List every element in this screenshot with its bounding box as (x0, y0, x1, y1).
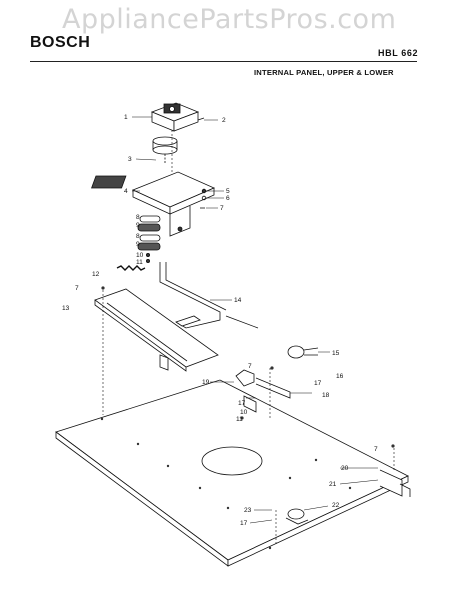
callout-7: 7 (75, 285, 79, 292)
internal-panel (55, 379, 409, 567)
callout-11: 11 (136, 259, 143, 266)
callout-16: 16 (336, 373, 344, 380)
gear-stack (137, 215, 161, 263)
model-number: HBL 662 (378, 48, 419, 58)
callout-9: 9 (136, 222, 140, 229)
page-title: INTERNAL PANEL, UPPER & LOWER (254, 68, 394, 77)
callout-8: 8 (136, 233, 140, 240)
callout-4: 4 (124, 188, 128, 195)
callout-7: 7 (374, 446, 378, 453)
callout-12: 12 (92, 271, 100, 278)
callout-13: 13 (62, 305, 70, 312)
watermark: AppliancePartsPros.com (62, 4, 397, 35)
rail-part (94, 288, 219, 372)
callout-19: 19 (202, 379, 210, 386)
callout-14: 14 (234, 297, 242, 304)
callout-15: 15 (332, 350, 340, 357)
callout-21: 21 (329, 481, 337, 488)
callout-10: 10 (240, 409, 248, 416)
callout-1: 1 (124, 114, 128, 121)
motor-housing-part (150, 102, 200, 132)
callout-5: 5 (226, 188, 230, 195)
callout-23: 23 (244, 507, 252, 514)
callout-7: 7 (248, 363, 252, 370)
thermostat-part (287, 345, 319, 359)
callout-17: 17 (314, 380, 322, 387)
callout-11: 11 (236, 416, 243, 423)
callout-20: 20 (341, 465, 349, 472)
callout-8: 8 (136, 214, 140, 221)
coupling-part (152, 136, 178, 164)
callout-3: 3 (128, 156, 132, 163)
brand-logo: BOSCH (30, 34, 91, 51)
shaft-assembly (159, 262, 259, 329)
callout-22: 22 (332, 502, 340, 509)
bracket-part (91, 171, 215, 237)
callout-10: 10 (136, 252, 144, 259)
callout-17: 17 (238, 400, 246, 407)
callout-2: 2 (222, 117, 226, 124)
callout-9: 9 (136, 241, 140, 248)
header-rule (30, 61, 417, 62)
callout-18: 18 (322, 392, 330, 399)
callout-17: 17 (240, 520, 248, 527)
callout-7: 7 (220, 205, 224, 212)
callout-6: 6 (226, 195, 230, 202)
switch-bracket (235, 369, 291, 413)
